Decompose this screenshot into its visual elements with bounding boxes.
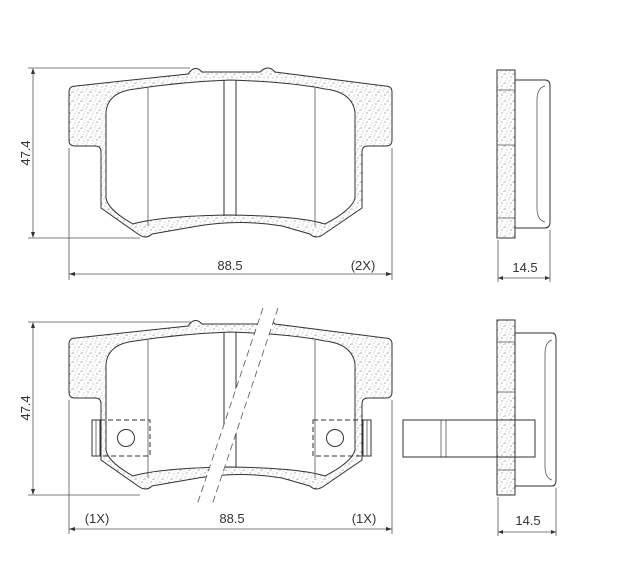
top-pad-front-view <box>68 67 393 238</box>
bottom-height-dimension: 47.4 <box>18 321 192 496</box>
bottom-height-label: 47.4 <box>18 395 33 420</box>
bottom-pad-front-view <box>68 307 393 506</box>
top-width-label: 88.5 <box>217 258 242 273</box>
bottom-left-quantity-note: (1X) <box>85 511 110 526</box>
bottom-width-label: 88.5 <box>219 511 244 526</box>
top-quantity-note: (2X) <box>351 258 376 273</box>
bottom-right-quantity-note: (1X) <box>352 511 377 526</box>
bottom-thickness-label: 14.5 <box>515 513 540 528</box>
bottom-pad-side-view: 14.5 <box>402 319 557 536</box>
top-height-dimension: 47.4 <box>18 67 190 239</box>
bottom-width-dimension: (1X) 88.5 (1X) <box>68 400 393 534</box>
top-width-dimension: 88.5 (2X) <box>68 148 393 280</box>
right-clip <box>312 419 372 457</box>
top-thickness-label: 14.5 <box>512 260 537 275</box>
top-height-label: 47.4 <box>18 140 33 165</box>
left-clip <box>91 419 151 457</box>
top-pad-side-view: 14.5 <box>496 69 551 282</box>
